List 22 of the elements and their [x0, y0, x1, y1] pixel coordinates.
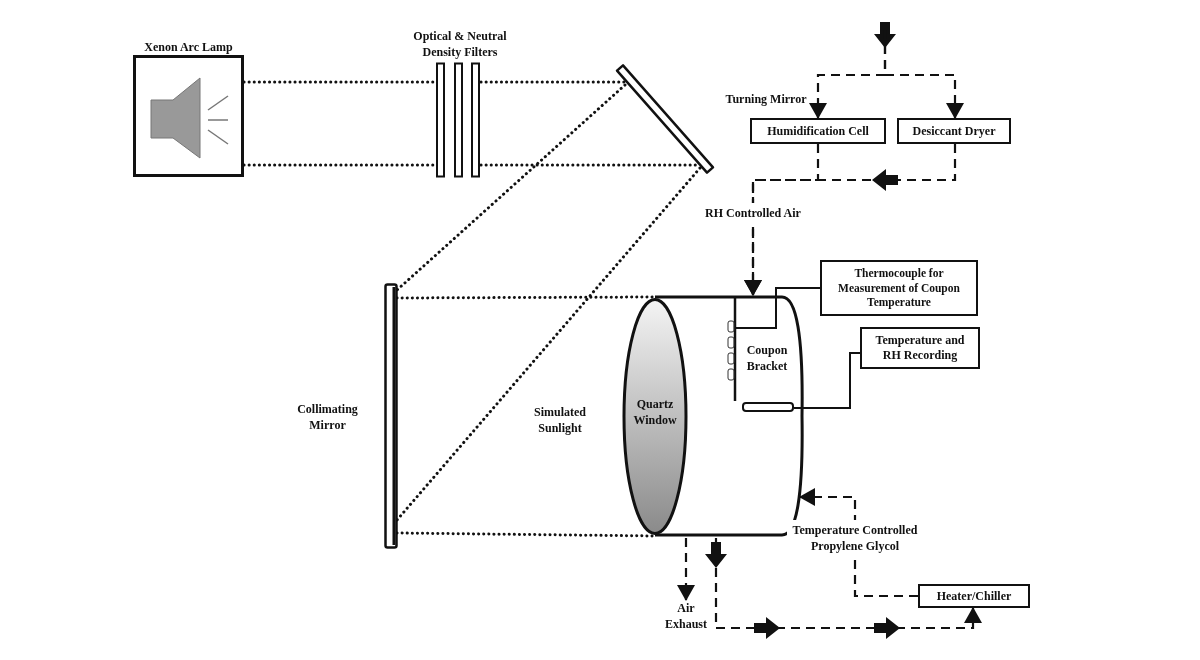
edge-label: RH Controlled Air — [702, 203, 804, 224]
leader-line — [793, 352, 861, 409]
process-box: Temperature and RH Recording — [860, 327, 980, 369]
beam-label: Simulated Sunlight — [533, 404, 587, 437]
flow-arrow — [677, 538, 695, 601]
window-label: Quartz Window — [632, 397, 678, 429]
process-box: Heater/Chiller — [918, 584, 1030, 608]
process-box: Humidification Cell — [750, 118, 886, 144]
component-label: Turning Mirror — [724, 91, 808, 108]
leader-line — [734, 287, 821, 329]
light-beam — [242, 163, 437, 167]
bracket-label: Coupon Bracket — [745, 343, 789, 375]
light-beam — [395, 83, 627, 292]
light-beam — [242, 80, 437, 84]
process-box: Desiccant Dryer — [897, 118, 1011, 144]
light-beam — [395, 166, 702, 522]
component-label: Collimating Mirror — [296, 401, 359, 434]
flow-arrow — [799, 488, 918, 598]
component-label: Xenon Arc Lamp — [143, 40, 234, 55]
process-box: Thermocouple for Measurement of Coupon Temperature — [820, 260, 978, 316]
component-label: Optical & Neutral Density Filters — [412, 28, 508, 61]
outlet-label: Air Exhaust — [664, 600, 708, 634]
